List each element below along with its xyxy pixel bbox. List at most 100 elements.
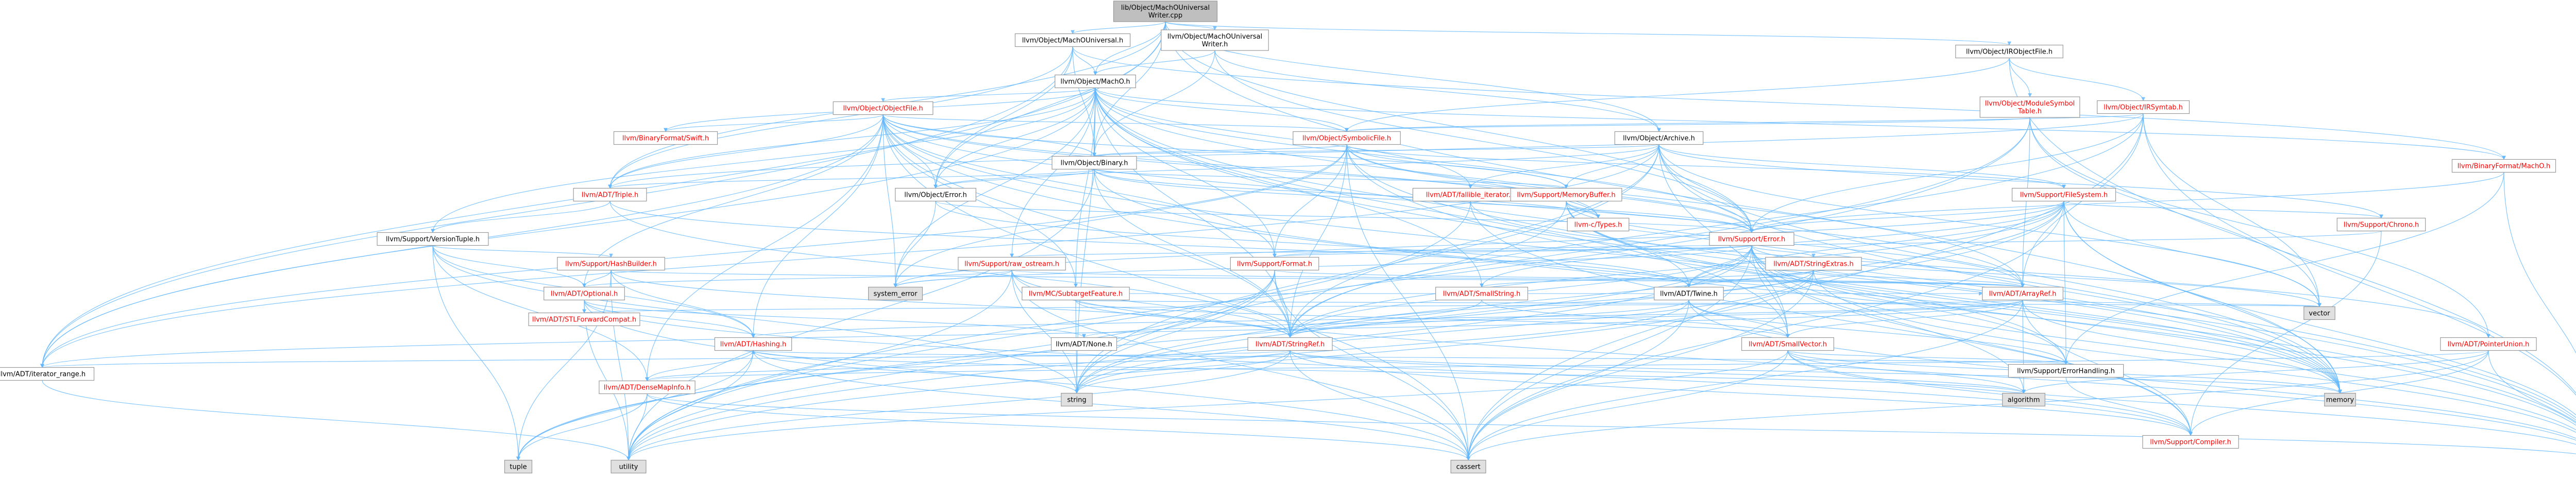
node-string[interactable]: string <box>1061 392 1093 407</box>
edge-arrayref-to-hashing <box>751 300 2023 338</box>
node-label: llvm/ADT/iterator_range.h <box>0 371 86 379</box>
edge-rawos-to-string <box>1011 270 1079 394</box>
edge-fallible-to-ptrunion <box>1470 201 2490 338</box>
node-llvm-object-irobjectfile-h[interactable]: llvm/Object/IRObjectFile.h <box>1955 44 2063 59</box>
node-box <box>2303 306 2335 320</box>
edge-archive-to-binary <box>1092 144 1659 157</box>
edge-macho-to-sysstd <box>893 88 1096 288</box>
node-box <box>0 367 95 381</box>
edge-hashb-to-stringref <box>611 270 1292 338</box>
node-llvm-support-format-h[interactable]: llvm/Support/Format.h <box>1230 256 1319 271</box>
node-llvm-adt-triple-h[interactable]: llvm/ADT/Triple.h <box>573 187 647 202</box>
edge-membuf-to-ctypes <box>1566 201 1600 219</box>
node-llvm-adt-pointerunion-h[interactable]: llvm/ADT/PointerUnion.h <box>2440 337 2537 351</box>
edge-triple-to-twine <box>609 201 1691 288</box>
edge-vtuple-to-optional <box>432 245 586 288</box>
edge-stringref-to-algorithm <box>1290 350 2026 394</box>
edge-irfile-to-symfile <box>1345 58 2010 132</box>
node-llvm-object-objectfile-h[interactable]: llvm/Object/ObjectFile.h <box>833 101 934 115</box>
node-box <box>833 101 934 115</box>
node-llvm-support-memorybuffer-h[interactable]: llvm/Support/MemoryBuffer.h <box>1510 187 1622 202</box>
edge-hashb-to-arrayref <box>611 269 2024 288</box>
node-label: Writer.h <box>1202 41 1228 48</box>
edge-symfile-to-stringref <box>1288 144 1347 338</box>
edge-univ-to-iterrange <box>40 46 1073 368</box>
node-llvm-adt-twine-h[interactable]: llvm/ADT/Twine.h <box>1654 286 1724 301</box>
edge-fs-to-cassert <box>1466 201 2064 461</box>
node-label: llvm/ADT/Twine.h <box>1660 290 1718 298</box>
edge-archive-to-vector <box>1658 144 2321 307</box>
edge-hashing-to-tuple <box>516 350 754 461</box>
edge-format-to-cassert <box>1274 270 1470 461</box>
node-llvm-object-irsymtab-h[interactable]: llvm/Object/IRSymtab.h <box>2097 100 2190 114</box>
node-llvm-adt-iterator-range-h[interactable]: llvm/ADT/iterator_range.h <box>0 367 95 381</box>
edge-irfile-to-modsym <box>2009 58 2032 97</box>
node-label: llvm/Support/ErrorHandling.h <box>2017 368 2115 375</box>
node-llvm-adt-densemapinfo-h[interactable]: llvm/ADT/DenseMapInfo.h <box>599 380 696 395</box>
node-llvm-adt-hashing-h[interactable]: llvm/ADT/Hashing.h <box>714 337 792 351</box>
node-cassert[interactable]: cassert <box>1450 459 1486 474</box>
edge-root-to-univ <box>1071 21 1166 35</box>
node-llvm-support-errorhandling-h[interactable]: llvm/Support/ErrorHandling.h <box>2008 364 2124 378</box>
node-llvm-adt-smallvector-h[interactable]: llvm/ADT/SmallVector.h <box>1741 337 1835 351</box>
edge-objfile-to-cstdint <box>883 114 2576 426</box>
node-llvm-binaryformat-swift-h[interactable]: llvm/BinaryFormat/Swift.h <box>613 131 718 145</box>
edge-triple-to-stringref <box>609 201 1292 338</box>
node-llvm-object-archive-h[interactable]: llvm/Object/Archive.h <box>1614 131 1704 145</box>
node-llvm-object-binary-h[interactable]: llvm/Object/Binary.h <box>1052 156 1137 170</box>
node-llvm-adt-stringref-h[interactable]: llvm/ADT/StringRef.h <box>1247 337 1333 351</box>
node-label: memory <box>2326 397 2354 404</box>
node-llvm-adt-arrayref-h[interactable]: llvm/ADT/ArrayRef.h <box>1982 286 2063 301</box>
edge-univw-to-macho <box>1093 50 1215 76</box>
node-llvm-support-versiontuple-h[interactable]: llvm/Support/VersionTuple.h <box>377 232 489 246</box>
edge-densemap-to-tuple <box>516 393 648 461</box>
node-system-error[interactable]: system_error <box>868 286 923 301</box>
edge-symfile-to-fs <box>1346 144 2066 189</box>
node-llvm-adt-none-h[interactable]: llvm/ADT/None.h <box>1050 337 1117 351</box>
node-llvm-support-error-h[interactable]: llvm/Support/Error.h <box>1709 232 1794 246</box>
edge-arrayref-to-iterrange <box>40 300 2023 368</box>
node-llvm-support-raw-ostream-h[interactable]: llvm/Support/raw_ostream.h <box>958 256 1066 271</box>
node-llvm-adt-optional-h[interactable]: llvm/ADT/Optional.h <box>544 286 625 301</box>
node-box <box>2142 435 2239 449</box>
edge-vtuple-to-tuple <box>432 245 520 461</box>
node-llvm-binaryformat-macho-h[interactable]: llvm/BinaryFormat/MachO.h <box>2451 159 2556 173</box>
node-llvm-support-chrono-h[interactable]: llvm/Support/Chrono.h <box>2336 217 2426 232</box>
edge-archive-to-error <box>1658 144 1754 233</box>
node-llvm-adt-fallible-iterator-h[interactable]: llvm/ADT/fallible_iterator.h <box>1412 187 1529 202</box>
node-llvm-adt-smallstring-h[interactable]: llvm/ADT/SmallString.h <box>1435 286 1529 301</box>
node-label: llvm/Support/raw_ostream.h <box>964 261 1059 268</box>
node-llvm-c-types-h[interactable]: llvm-c/Types.h <box>1567 217 1630 232</box>
node-label: llvm/ADT/STLForwardCompat.h <box>532 316 636 324</box>
node-llvm-object-macho-h[interactable]: llvm/Object/MachO.h <box>1055 74 1136 89</box>
node-memory[interactable]: memory <box>2324 392 2356 407</box>
node-llvm-adt-stlforwardcompat-h[interactable]: llvm/ADT/STLForwardCompat.h <box>528 312 640 327</box>
edge-vtuple-to-hashb <box>432 245 613 258</box>
node-llvm-adt-stringextras-h[interactable]: llvm/ADT/StringExtras.h <box>1765 256 1862 271</box>
node-vector[interactable]: vector <box>2303 306 2335 320</box>
node-algorithm[interactable]: algorithm <box>2002 392 2045 407</box>
edge-irsym-to-cassert <box>1466 113 2144 461</box>
node-label: llvm/Support/FileSystem.h <box>2020 192 2108 199</box>
node-llvm-object-error-h[interactable]: llvm/Object/Error.h <box>895 187 976 202</box>
node-utility[interactable]: utility <box>611 459 647 474</box>
edge-archive-to-membuf <box>1564 144 1659 189</box>
edge-twine-to-smallvec <box>1688 300 1790 338</box>
node-llvm-support-hashbuilder-h[interactable]: llvm/Support/HashBuilder.h <box>557 256 665 271</box>
node-llvm-support-compiler-h[interactable]: llvm/Support/Compiler.h <box>2142 435 2239 449</box>
edge-densemap-to-cstdint <box>647 393 2576 454</box>
node-llvm-object-symbolicfile-h[interactable]: llvm/Object/SymbolicFile.h <box>1293 131 1401 145</box>
node-box <box>1050 337 1117 351</box>
edge-hashb-to-hashing <box>611 270 755 338</box>
node-llvm-object-machouniversal-h[interactable]: llvm/Object/MachOUniversal.h <box>1014 33 1131 47</box>
node-llvm-mc-subtargetfeature-h[interactable]: llvm/MC/SubtargetFeature.h <box>1022 286 1130 301</box>
edge-smallvec-to-compiler <box>1787 350 2193 436</box>
node-llvm-support-filesystem-h[interactable]: llvm/Support/FileSystem.h <box>2011 187 2116 202</box>
edge-fallible-to-compiler <box>1470 201 2193 436</box>
node-tuple[interactable]: tuple <box>504 459 533 474</box>
node-box <box>2451 159 2556 173</box>
node-box <box>1412 187 1529 202</box>
